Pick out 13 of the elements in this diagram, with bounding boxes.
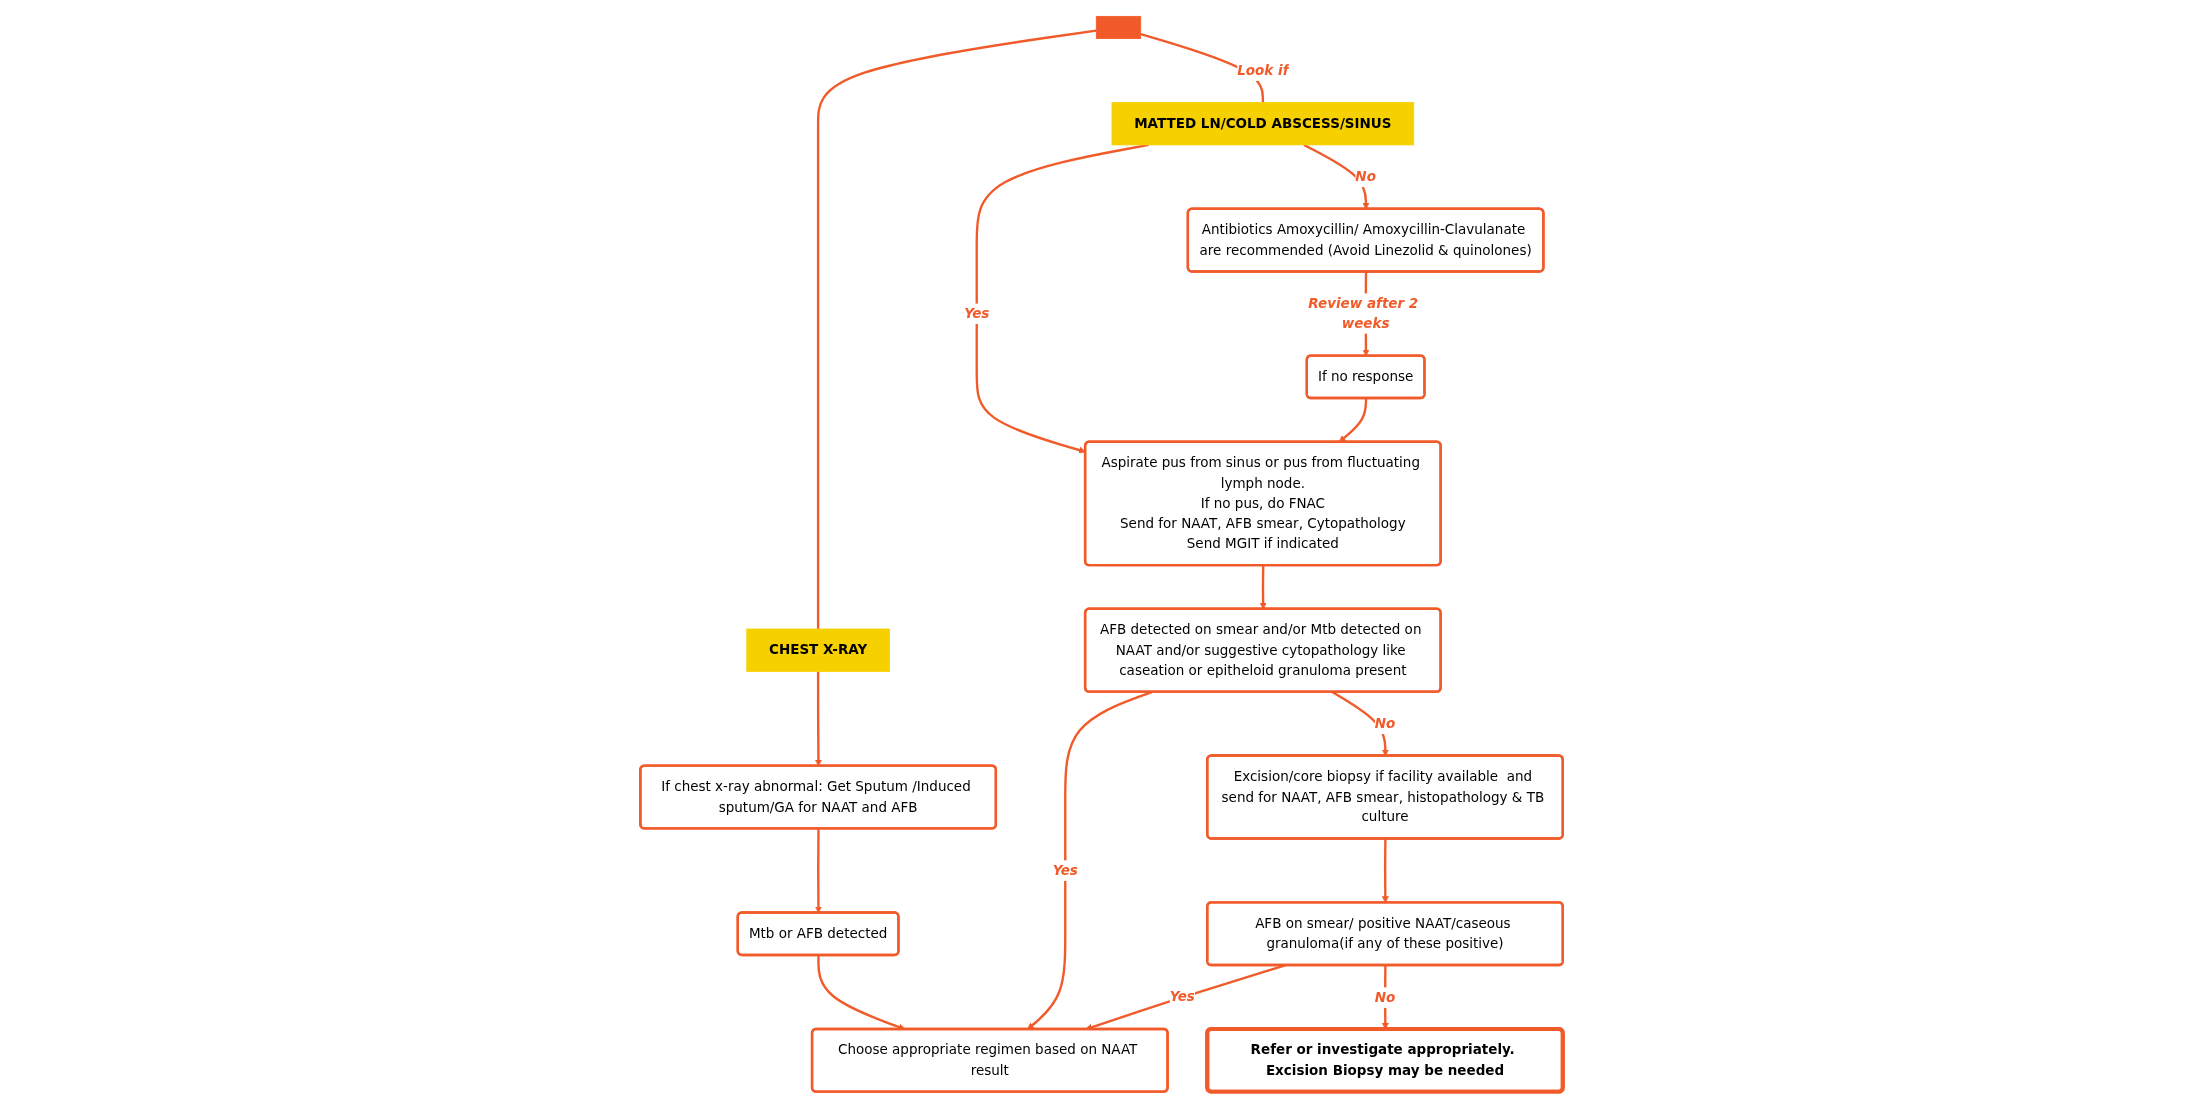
edge-label: No: [1355, 168, 1376, 185]
connector: [816, 29, 1097, 629]
edge-label: Yes: [1169, 988, 1195, 1005]
node-box: MATTED LN/COLD ABSCESS/SINUS: [1111, 102, 1415, 146]
edge-label: No: [1374, 988, 1396, 1005]
edge-label: Review after 2 weeks: [1308, 294, 1419, 331]
node-bar: [1095, 15, 1142, 39]
arrow: [975, 143, 1149, 454]
edge-label: Yes: [1052, 861, 1078, 878]
connector: [1140, 32, 1264, 103]
edge-label: No: [1374, 715, 1396, 731]
edge-label: Yes: [964, 305, 990, 321]
node-box: CHEST X-RAY: [746, 628, 890, 672]
